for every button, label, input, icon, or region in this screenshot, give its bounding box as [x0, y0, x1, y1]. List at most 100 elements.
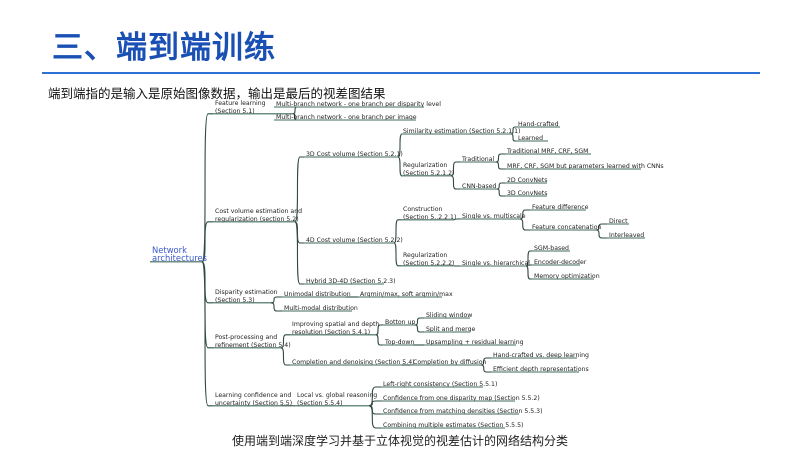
edge-fc-fc_2	[595, 229, 607, 239]
node-cv4d: 4D Cost volume (Section 5.2.2)	[304, 237, 403, 244]
node-trad-1: Traditional MRF, CRF, SGM	[505, 148, 591, 155]
node-label: Memory optimization	[534, 273, 600, 280]
node-svm-1: Feature difference	[530, 204, 589, 211]
node-label: Encoder-decoder	[534, 259, 587, 266]
node-mm: Multi-modal distribution	[282, 305, 358, 312]
edge-isd-bu	[375, 324, 383, 336]
edge-pp-cd	[280, 347, 290, 366]
node-label: Left-right consistency (Section 5.5.1)	[383, 381, 497, 388]
node-lvg-1: Left-right consistency (Section 5.5.1)	[381, 381, 497, 388]
node-reg3: Regularization(Section 5.2.1.2)	[401, 162, 454, 177]
node-cbd-1: Hand-crafted vs. deep learning	[491, 352, 589, 359]
node-trad: Traditional	[460, 156, 496, 163]
node-label: Botton up	[385, 319, 415, 326]
figure-caption: 使用端到端深度学习并基于立体视觉的视差估计的网络结构分类	[231, 434, 568, 448]
node-trad-2: MRF, CRF, SGM but parameters learned wit…	[505, 163, 664, 170]
node-label: Unimodal distribution	[284, 291, 351, 298]
title-underline	[42, 72, 760, 74]
node-label: Traditional MRF, CRF, SGM	[506, 148, 588, 155]
edge-de-um	[270, 296, 282, 304]
edge-cv-hyb	[294, 221, 304, 285]
node-con: Construction(Section 5..2.2.1)	[401, 206, 456, 221]
slide-subtitle: 端到端指的是输入是原始图像数据，输出是最后的视差图结果	[48, 86, 386, 101]
edge-reg3-cnn	[450, 175, 460, 190]
edge-cnn-cnn_1	[496, 182, 505, 190]
node-cnn-2: 3D ConvNets	[505, 190, 547, 197]
node-lvg-3: Confidence from matching densities (Sect…	[381, 408, 543, 415]
edge-trad-trad_2	[495, 161, 505, 170]
edge-pp-isd	[280, 334, 290, 349]
node-svh-1: SGM-based	[532, 245, 570, 252]
node-label: Multi-modal distribution	[284, 305, 358, 312]
node-label: Regularization(Section 5.2.2.2)	[403, 252, 454, 267]
node-label: Disparity estimation(Section 5.3)	[215, 289, 278, 304]
node-label: Feature learning(Section 5.1)	[215, 100, 266, 115]
node-label: Efficient depth representations	[493, 366, 589, 373]
node-um-1: Argmin/max, soft argmin/max	[358, 291, 453, 298]
node-svh-2: Encoder-decoder	[532, 259, 587, 266]
edge-cv-cv3d	[294, 156, 304, 223]
node-label: Multi-branch network - one branch per di…	[276, 101, 441, 108]
node-reg4: Regularization(Section 5.2.2.2)	[401, 252, 454, 267]
node-hyb: Hybrid 3D-4D (Section 5.2.3)	[304, 278, 396, 285]
edge-cv3d-reg3	[397, 156, 403, 177]
edge-svm-fc	[519, 218, 530, 231]
node-label: Confidence from one disparity map (Secti…	[383, 395, 540, 402]
node-label: 2D ConvNets	[507, 177, 547, 184]
node-label: Feature difference	[532, 204, 589, 211]
node-cnn: CNN-based	[460, 183, 497, 190]
node-cnn-1: 2D ConvNets	[505, 177, 547, 184]
node-label: Completion and denoising (Section 5.4)	[292, 359, 415, 366]
edge-de-mm	[270, 302, 282, 312]
node-label: Split and merge	[426, 326, 475, 333]
node-fl: Feature learning(Section 5.1)	[213, 100, 293, 115]
node-label: Hand-crafted	[518, 121, 559, 128]
node-um: Unimodal distribution	[282, 291, 351, 298]
edge-lvg-lvg_2	[368, 400, 381, 407]
node-label: Learned	[518, 135, 543, 142]
node-label: SGM-based	[534, 245, 569, 252]
node-lvg-4: Combining multiple estimates (Section 5.…	[381, 422, 523, 429]
node-label: Sliding window	[426, 312, 472, 319]
edge-trad-trad_1	[495, 153, 505, 163]
edge-bu-bu_2	[414, 324, 424, 333]
node-lvg: Local vs. global reasoning(Section 5.5.4…	[295, 392, 377, 407]
edge-lvg-lvg_4	[368, 405, 381, 429]
node-label: Hybrid 3D-4D (Section 5.2.3)	[306, 278, 396, 285]
node-sim-2: Learned	[516, 135, 548, 142]
node-fl-1: Multi-branch network - one branch per di…	[274, 101, 441, 108]
node-svm: Single vs. multiscale	[460, 213, 526, 220]
node-fc-2: Interleaved	[607, 232, 645, 239]
node-label: Completion by diffusion	[413, 359, 487, 366]
node-label: Single vs. multiscale	[462, 213, 526, 220]
node-cd: Completion and denoising (Section 5.4)	[290, 359, 415, 366]
edge-cv4d-reg4	[393, 242, 401, 267]
edge-cnn-cnn_2	[496, 188, 505, 197]
edge-isd-td	[375, 334, 383, 346]
node-label: Traditional	[461, 156, 494, 163]
node-sim-1: Hand-crafted	[516, 121, 560, 128]
edge-reg3-trad	[450, 161, 460, 177]
edge-con-svm	[452, 218, 460, 221]
node-label: Hand-crafted vs. deep learning	[493, 352, 589, 359]
edge-cbd-cbd_2	[480, 364, 491, 373]
node-label: Single vs. hierarchical	[462, 260, 530, 267]
node-de: Disparity estimation(Section 5.3)	[213, 289, 278, 304]
node-label: Regularization(Section 5.2.1.2)	[403, 162, 454, 177]
node-label: Construction(Section 5..2.2.1)	[403, 206, 456, 221]
node-label: 3D Cost volume (Section 5.2.1)	[306, 151, 403, 158]
node-label: CNN-based	[462, 183, 497, 190]
node-label: 3D ConvNets	[507, 190, 547, 197]
node-label: Direct	[609, 218, 628, 225]
edge-bu-bu_1	[414, 317, 424, 326]
node-label: Top-down	[384, 339, 414, 346]
